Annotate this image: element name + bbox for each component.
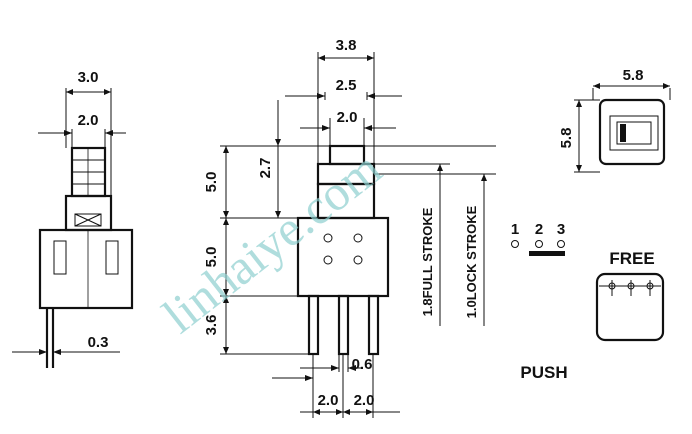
push-label: PUSH <box>520 363 567 382</box>
side-body <box>38 228 134 310</box>
side-pin-label: 0.3 <box>88 334 109 351</box>
height-pin-label: 3.6 <box>203 315 220 336</box>
square-height-label: 5.8 <box>558 128 575 149</box>
pitch-1-label: 2.0 <box>318 392 339 409</box>
contact-bar <box>529 251 565 256</box>
lock-stroke-label: 1.0LOCK STROKE <box>464 205 479 318</box>
square-width-label: 5.8 <box>623 67 644 84</box>
side-view: 3.0 2.0 0.3 <box>12 69 134 368</box>
height-upper-label: 5.0 <box>203 172 220 193</box>
pin-1-label: 1 <box>511 221 519 238</box>
free-square <box>595 272 665 342</box>
pin-3-label: 3 <box>557 221 565 238</box>
top-inner-label: 2.0 <box>337 109 358 126</box>
free-label: FREE <box>609 249 654 268</box>
height-plunger-label: 2.7 <box>257 158 274 179</box>
pin-thickness-label: 0.6 <box>352 356 373 373</box>
front-view: 3.8 2.5 2.0 5.0 5.0 3.6 2.7 <box>203 37 496 418</box>
pin-2-label: 2 <box>535 221 543 238</box>
side-width-label: 3.0 <box>78 69 99 86</box>
front-pin-3 <box>367 294 380 356</box>
full-stroke-label: 1.8FULL STROKE <box>420 207 435 316</box>
pin-schematic: 1 2 3 <box>511 221 565 256</box>
top-width-label: 3.8 <box>336 37 357 54</box>
free-symbol: FREE <box>595 249 665 342</box>
height-body-label: 5.0 <box>203 247 220 268</box>
top-plunger-window <box>616 121 652 145</box>
side-neck <box>64 194 113 232</box>
top-square <box>598 98 666 166</box>
pitch-2-label: 2.0 <box>354 392 375 409</box>
top-view: 5.8 5.8 <box>558 67 671 173</box>
side-plunger-label: 2.0 <box>78 112 99 129</box>
front-pin-2 <box>337 294 350 356</box>
top-mid-label: 2.5 <box>336 77 357 94</box>
front-pin-1 <box>307 294 320 356</box>
